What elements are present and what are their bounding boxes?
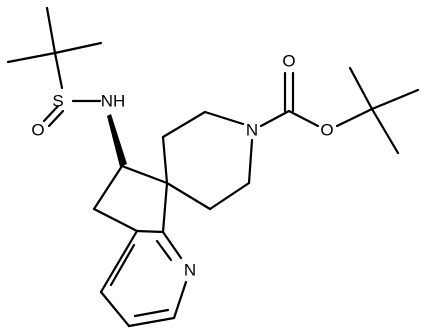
atom-label-sulfur: S	[52, 92, 63, 111]
bond-pyridine-n-to-fusion-inner	[155, 239, 173, 262]
bond-stereocenter-to-spiro	[120, 164, 169, 185]
atom-label-sulfoxide-oxygen: O	[31, 121, 44, 140]
bond-spiro-to-fusion-carbon-n	[161, 181, 169, 234]
bond-fusion-to-c4-inner	[109, 243, 136, 287]
bond-piperidine-upper-left	[161, 110, 207, 139]
atom-label-ester-oxygen: O	[320, 121, 333, 140]
bond-spiro-to-piperidine-upper	[161, 135, 169, 185]
bond-c2-to-pyridine-n	[172, 280, 188, 320]
atom-labels: S O NH N O O N	[31, 52, 333, 280]
bond-fusion-to-c4	[99, 229, 139, 294]
bond-tbu-to-methyl-top	[348, 66, 374, 111]
bond-piperidine-upper-to-n	[203, 110, 245, 126]
bond-stereocenter-to-ch2	[92, 164, 124, 211]
atom-label-piperidine-nitrogen: N	[246, 121, 258, 140]
atom-label-amine-nh: NH	[101, 92, 126, 111]
bond-carbonyl-to-ester-o	[287, 109, 320, 128]
bond-c3-to-c2-inner	[133, 308, 170, 318]
atom-label-carbonyl-oxygen: O	[282, 52, 295, 71]
piperidine-ring	[161, 110, 254, 211]
bond-sulfur-oxygen-double-b	[47, 109, 65, 128]
bond-tbu-to-methyl-right	[370, 88, 420, 111]
bond-c4-to-c3	[99, 290, 131, 328]
bond-fusion-to-fusion	[135, 229, 165, 234]
bond-spiro-to-piperidine-lower	[165, 181, 212, 211]
cyclopenta-ring	[92, 164, 169, 234]
bond-tbu-center-to-methyl-top	[45, 6, 57, 55]
bond-tbu-to-methyl-bottom	[370, 107, 400, 155]
tert-butyl-sulfinyl-group	[6, 6, 103, 128]
bond-tbu-center-to-methyl-left	[6, 51, 57, 64]
pyridine-ring	[99, 229, 188, 328]
bond-piperidine-lower-right	[208, 181, 251, 211]
bond-piperidine-lower-to-n	[247, 138, 254, 185]
bond-n-to-carbonyl-carbon	[259, 109, 291, 128]
stereo-wedge-bond	[107, 114, 127, 167]
bond-ch2-to-fusion-carbon	[92, 207, 139, 233]
bond-tbu-center-to-methyl-right	[53, 41, 103, 55]
bond-ester-o-to-tbu	[335, 107, 374, 128]
bond-tbu-center-to-sulfur	[53, 51, 64, 90]
bond-pyridine-n-to-fusion	[161, 230, 183, 260]
boc-group	[259, 66, 420, 155]
bond-c3-to-c2	[127, 316, 176, 328]
bond-sulfur-oxygen-double-a	[42, 104, 60, 123]
atom-label-pyridine-nitrogen: N	[184, 261, 196, 280]
